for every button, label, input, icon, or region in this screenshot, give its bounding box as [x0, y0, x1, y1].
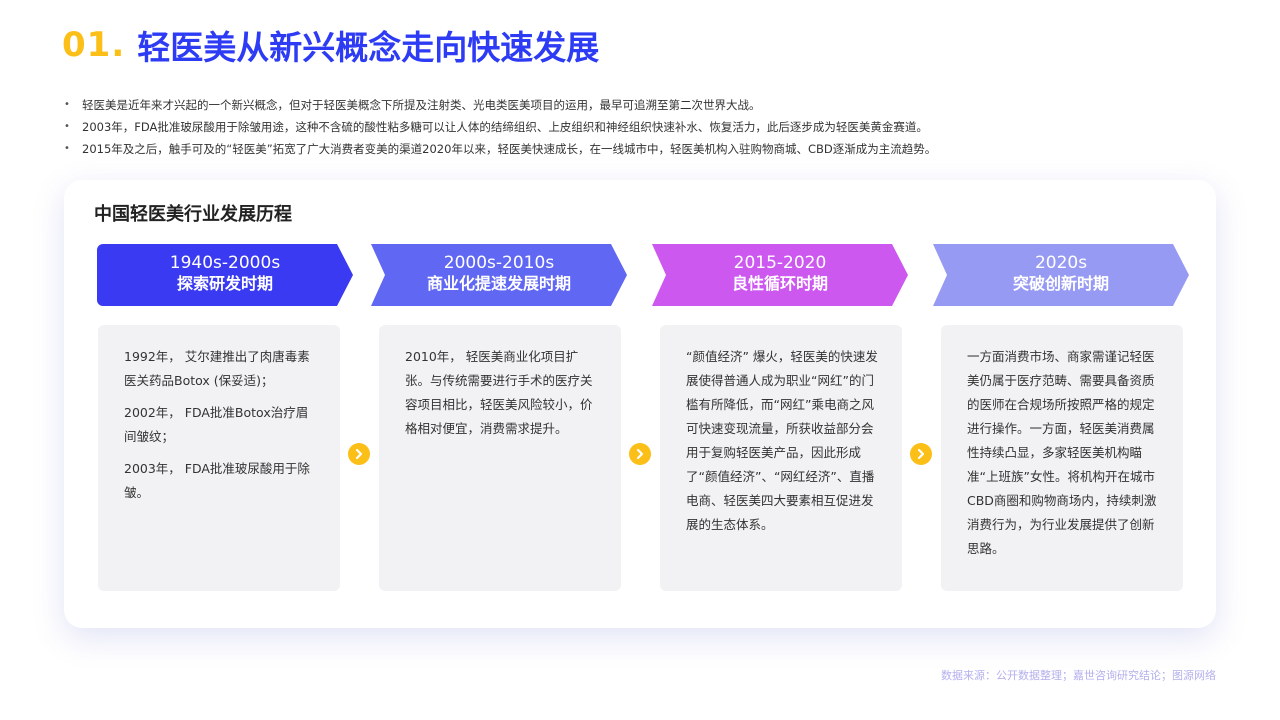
phase-years: 2020s: [1034, 253, 1088, 273]
section-title: 轻医美从新兴概念走向快速发展: [137, 28, 600, 67]
chevron-right-circle-icon: [629, 443, 651, 465]
phase-card: 一方面消费市场、商家需谨记轻医美仍属于医疗范畴、需要具备资质的医师在合规场所按照…: [941, 325, 1183, 591]
card-paragraph: 一方面消费市场、商家需谨记轻医美仍属于医疗范畴、需要具备资质的医师在合规场所按照…: [967, 349, 1157, 556]
card-paragraph: “颜值经济” 爆火，轻医美的快速发展使得普通人成为职业“网红”的门槛有所降低，而…: [686, 349, 878, 532]
phase-card: 1992年， 艾尔建推出了肉唐毒素医关药品Botox (保妥适)； 2002年，…: [98, 325, 340, 591]
timeline-title: 中国轻医美行业发展历程: [94, 204, 292, 225]
phase-card: 2010年， 轻医美商业化项目扩张。与传统需要进行手术的医疗关容项目相比，轻医美…: [379, 325, 621, 591]
intro-bullet: • 2003年，FDA批准玻尿酸用于除皱用途，这种不含硫的酸性粘多糖可以让人体的…: [64, 116, 1224, 138]
bullet-dot-icon: •: [64, 121, 70, 132]
card-paragraph: 2003年， FDA批准玻尿酸用于除皱。: [124, 461, 310, 500]
phase-name: 突破创新时期: [1012, 274, 1109, 293]
section-number: 01.: [62, 25, 126, 65]
phase-banner: 2015-2020 良性循环时期: [652, 244, 908, 306]
page-title: 01. 轻医美从新兴概念走向快速发展: [62, 20, 599, 70]
bullet-text: 2015年及之后，触手可及的“轻医美”拓宽了广大消费者变美的渠道2020年以来，…: [82, 142, 937, 156]
chevron-right-circle-icon: [910, 443, 932, 465]
phase-banner: 1940s-2000s 探索研发时期: [97, 244, 353, 306]
phase-name: 探索研发时期: [176, 274, 273, 293]
bullet-text: 轻医美是近年来才兴起的一个新兴概念，但对于轻医美概念下所提及注射类、光电类医美项…: [82, 98, 761, 112]
phase-name: 商业化提速发展时期: [426, 274, 571, 293]
chevron-right-circle-icon: [348, 443, 370, 465]
bullet-dot-icon: •: [64, 99, 70, 110]
intro-bullet: • 轻医美是近年来才兴起的一个新兴概念，但对于轻医美概念下所提及注射类、光电类医…: [64, 94, 1224, 116]
card-paragraph: 2010年， 轻医美商业化项目扩张。与传统需要进行手术的医疗关容项目相比，轻医美…: [405, 349, 593, 436]
phase-banner: 2000s-2010s 商业化提速发展时期: [371, 244, 627, 306]
data-source-note: 数据来源：公开数据整理；嘉世咨询研究结论；图源网络: [941, 669, 1216, 682]
bullet-text: 2003年，FDA批准玻尿酸用于除皱用途，这种不含硫的酸性粘多糖可以让人体的结缔…: [82, 120, 928, 134]
phase-years: 2000s-2010s: [443, 253, 555, 273]
intro-bullet: • 2015年及之后，触手可及的“轻医美”拓宽了广大消费者变美的渠道2020年以…: [64, 138, 1224, 160]
timeline-panel: 中国轻医美行业发展历程 1940s-2000s 探索研发时期 2000s-201…: [64, 180, 1216, 628]
phase-name: 良性循环时期: [731, 274, 828, 293]
phase-card: “颜值经济” 爆火，轻医美的快速发展使得普通人成为职业“网红”的门槛有所降低，而…: [660, 325, 902, 591]
phase-banner: 2020s 突破创新时期: [933, 244, 1189, 306]
intro-bullet-list: • 轻医美是近年来才兴起的一个新兴概念，但对于轻医美概念下所提及注射类、光电类医…: [64, 94, 1224, 160]
card-paragraph: 2002年， FDA批准Botox治疗眉间皱纹；: [124, 405, 309, 444]
bullet-dot-icon: •: [64, 143, 70, 154]
card-paragraph: 1992年， 艾尔建推出了肉唐毒素医关药品Botox (保妥适)；: [124, 349, 310, 388]
phase-years: 1940s-2000s: [169, 253, 281, 273]
phase-years: 2015-2020: [733, 253, 827, 273]
